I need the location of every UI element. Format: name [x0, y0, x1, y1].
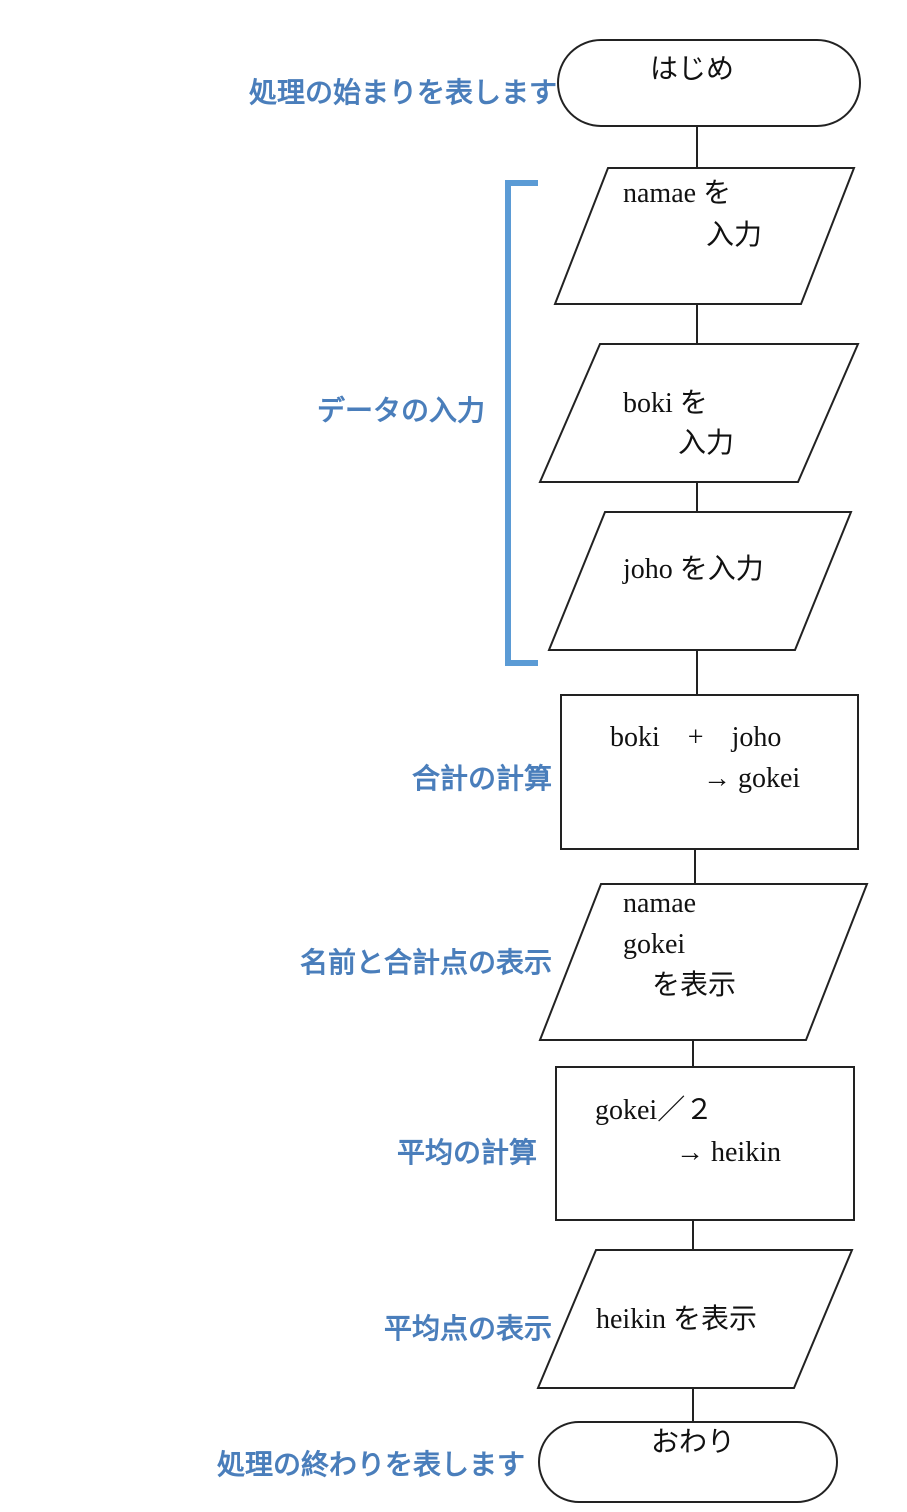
- process-shape: [560, 694, 859, 850]
- note-sum: 合計の計算: [412, 762, 552, 795]
- end-label: おわり: [651, 1427, 735, 1458]
- annotations: 処理の始まりを表します データの入力 合計の計算 名前と合計点の表示 平均の計算…: [217, 76, 557, 1481]
- calc-avg: gokei／２ → heikin: [555, 1066, 855, 1221]
- output-total: namae gokei を表示: [538, 883, 869, 1041]
- input-namae-line2: 入力: [706, 219, 762, 251]
- process-shape: [555, 1066, 855, 1221]
- output-total-line1: namae: [623, 888, 696, 919]
- calc-sum: boki + joho → gokei: [560, 694, 859, 850]
- io-shape: [538, 343, 860, 483]
- input-joho-label: joho を入力: [622, 553, 764, 585]
- start-label: はじめ: [650, 54, 734, 85]
- input-group-bracket: [505, 180, 538, 666]
- connectors: [692, 126, 698, 1422]
- io-shape: [547, 511, 853, 651]
- calc-sum-line1: boki + joho: [610, 722, 781, 753]
- calc-avg-line1: gokei／２: [595, 1094, 713, 1126]
- terminal-shape: [557, 39, 861, 127]
- output-total-line2: gokei: [623, 929, 685, 960]
- calc-sum-line2: → gokei: [703, 763, 800, 794]
- note-avg: 平均の計算: [397, 1136, 537, 1169]
- input-namae-line1: namae を: [623, 178, 731, 209]
- input-namae: namae を 入力: [553, 167, 856, 305]
- output-avg-label: heikin を表示: [596, 1303, 757, 1335]
- note-input: データの入力: [317, 394, 485, 427]
- output-avg: heikin を表示: [536, 1249, 854, 1389]
- note-end: 処理の終わりを表します: [217, 1448, 525, 1481]
- note-show-avg: 平均点の表示: [384, 1312, 552, 1345]
- io-shape: [536, 1249, 854, 1389]
- terminal-shape: [538, 1421, 838, 1503]
- io-shape: [538, 883, 869, 1041]
- input-boki-line1: boki を: [623, 388, 708, 419]
- note-start: 処理の始まりを表します: [249, 76, 557, 109]
- output-total-line3: を表示: [652, 969, 736, 1001]
- calc-avg-line2: → heikin: [676, 1137, 781, 1168]
- input-boki: boki を 入力: [538, 343, 860, 483]
- start-terminal: はじめ: [557, 39, 861, 127]
- end-terminal: おわり: [538, 1421, 838, 1503]
- io-shape: [553, 167, 856, 305]
- input-boki-line2: 入力: [678, 427, 734, 459]
- input-joho: joho を入力: [547, 511, 853, 651]
- note-show-total: 名前と合計点の表示: [300, 946, 552, 979]
